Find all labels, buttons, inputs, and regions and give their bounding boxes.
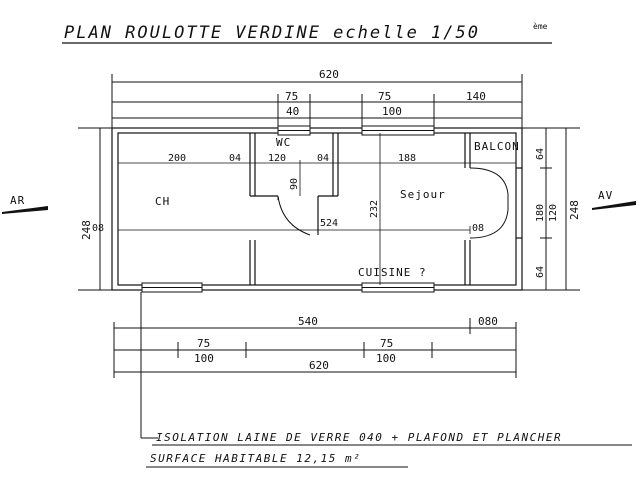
title-block: PLAN ROULOTTE VERDINE echelle 1/50 ème <box>62 21 552 44</box>
dim-right-bottom: 64 <box>535 266 546 278</box>
dim-corridor: 524 <box>320 218 338 229</box>
dim-ch-width: 200 <box>168 153 186 164</box>
dim-sejour-depth: 232 <box>369 200 380 218</box>
dim-wc-width: 120 <box>268 153 286 164</box>
doors <box>277 167 509 239</box>
dim-bottom-win2-b: 100 <box>376 352 396 365</box>
title-superscript: ème <box>533 21 548 31</box>
dim-right-mid-a: 120 <box>548 204 559 222</box>
dim-top-win2-b: 100 <box>382 105 402 118</box>
dim-top-right: 140 <box>466 90 486 103</box>
dim-bottom-end: 080 <box>478 315 498 328</box>
top-dimensions <box>111 74 523 128</box>
dim-top-total: 620 <box>319 68 339 81</box>
door-wc-swing <box>277 195 311 236</box>
dim-bottom-win1-b: 100 <box>194 352 214 365</box>
door-balcon-swing-bottom <box>469 209 509 239</box>
plan-title: PLAN ROULOTTE VERDINE echelle 1/50 <box>64 23 480 43</box>
dim-bottom-win1-a: 75 <box>197 337 210 350</box>
dim-right-mid-b: 180 <box>535 204 546 222</box>
dim-top-win1-b: 40 <box>286 105 299 118</box>
dim-bottom-length: 540 <box>298 315 318 328</box>
dim-wall-1: 04 <box>229 153 241 164</box>
bottom-dimensions <box>113 318 517 378</box>
dim-wall-2: 04 <box>317 153 329 164</box>
direction-front-arrow <box>592 201 636 210</box>
note-surface: SURFACE HABITABLE 12,15 m² <box>150 452 361 465</box>
direction-front-label: AV <box>598 189 613 202</box>
room-label-ch: CH <box>155 195 170 208</box>
dim-bottom-win2-a: 75 <box>380 337 393 350</box>
note-leader <box>140 292 158 439</box>
dim-right-wall: 08 <box>472 223 484 234</box>
direction-back-arrow <box>2 206 48 214</box>
dim-left-total: 248 <box>80 220 93 240</box>
direction-markers: AR AV <box>2 189 636 214</box>
direction-back-label: AR <box>10 194 25 207</box>
interior-walls <box>249 133 522 285</box>
note-insulation: ISOLATION LAINE DE VERRE 040 + PLAFOND E… <box>156 431 562 444</box>
dim-right-total: 248 <box>568 200 581 220</box>
outer-walls <box>111 127 523 291</box>
room-label-cuisine: CUISINE ? <box>358 266 427 279</box>
left-dimension <box>78 127 112 291</box>
room-label-balcon: BALCON <box>474 140 520 153</box>
dim-bottom-total: 620 <box>309 359 329 372</box>
windows <box>141 125 435 293</box>
room-label-wc: WC <box>276 136 291 149</box>
room-label-sejour: Sejour <box>400 188 446 201</box>
dim-sejour-width: 188 <box>398 153 416 164</box>
dim-left-wall: 08 <box>92 223 104 234</box>
right-dimensions <box>522 127 580 291</box>
dim-right-top: 64 <box>535 148 546 160</box>
dim-top-win2-a: 75 <box>378 90 391 103</box>
dim-top-win1-a: 75 <box>285 90 298 103</box>
interior-dimension-lines <box>118 133 516 285</box>
door-balcon-swing-top <box>469 167 509 195</box>
dim-wc-depth: 90 <box>289 178 300 190</box>
